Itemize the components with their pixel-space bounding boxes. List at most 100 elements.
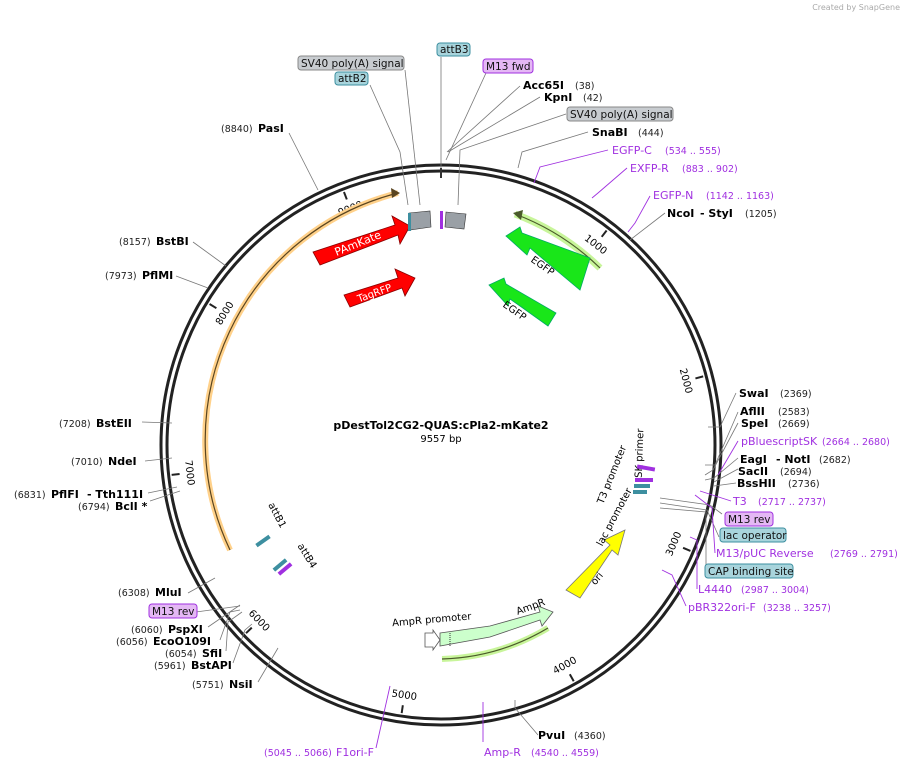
- primer-amp-r[interactable]: Amp-R: [484, 746, 521, 759]
- enzyme-swai[interactable]: SwaI: [739, 387, 769, 400]
- tick-label: 4000: [551, 655, 579, 677]
- tick-mark: [600, 229, 608, 238]
- enzyme-mlui[interactable]: MluI: [155, 586, 182, 599]
- enzyme-noti[interactable]: - NotI: [776, 453, 811, 466]
- sv40-polya-right-label[interactable]: SV40 poly(A) signal: [570, 109, 673, 121]
- primer-m13-puc-reverse[interactable]: M13/pUC Reverse: [716, 547, 814, 560]
- enzyme-bsteii[interactable]: BstEII: [96, 417, 132, 430]
- attb4-primer-feature[interactable]: [277, 562, 293, 576]
- primer-range: (3238 .. 3257): [763, 603, 831, 614]
- plasmid-name: pDestTol2CG2-QUAS:cPla2-mKate2: [333, 419, 548, 432]
- enzyme-snabi[interactable]: SnaBI: [592, 126, 628, 139]
- enzyme-pos: (2736): [788, 479, 820, 490]
- plasmid-length: 9557 bp: [420, 434, 461, 445]
- enzyme-kpni[interactable]: KpnI: [544, 91, 572, 104]
- enzyme-eagi[interactable]: EagI: [740, 453, 767, 466]
- attb3-label[interactable]: attB3: [440, 44, 469, 56]
- enzyme-pos: (1205): [745, 209, 777, 220]
- sv40-left-feature[interactable]: [408, 210, 432, 231]
- attb1-feature[interactable]: [255, 534, 271, 548]
- enzyme-pos: (2694): [780, 467, 812, 478]
- attb4-feature[interactable]: [272, 558, 288, 572]
- enzyme-pos: (7973): [105, 271, 137, 282]
- tick-mark: [695, 375, 704, 380]
- m13-fwd-feature[interactable]: [440, 211, 443, 229]
- enzyme-ecoo109i[interactable]: EcoO109I: [153, 635, 211, 648]
- enzyme-pos: (6054): [165, 649, 197, 660]
- tick-label: 3000: [664, 530, 684, 558]
- small-features-right[interactable]: [633, 464, 656, 494]
- enzyme-sacii[interactable]: SacII: [738, 465, 768, 478]
- enzyme-spei[interactable]: SpeI: [741, 417, 768, 430]
- enzyme-pos: (6056): [116, 637, 148, 648]
- primer-exfp-r[interactable]: EXFP-R: [630, 162, 669, 175]
- tick-label: 2000: [677, 367, 694, 394]
- attb2-label[interactable]: attB2: [338, 73, 367, 85]
- enzyme-bsshii[interactable]: BssHII: [737, 477, 776, 490]
- m13-rev-left-label[interactable]: M13 rev: [152, 606, 195, 618]
- enzyme-pos: (4360): [574, 731, 606, 742]
- sv40-polya-left-label[interactable]: SV40 poly(A) signal: [301, 58, 404, 70]
- enzyme-bstbi[interactable]: BstBI: [156, 235, 189, 248]
- tick-mark: [343, 191, 348, 200]
- enzyme-bstapi[interactable]: BstAPI: [191, 659, 232, 672]
- m13-fwd-label[interactable]: M13 fwd: [486, 61, 531, 73]
- primer-pbluescriptsk[interactable]: pBluescriptSK: [741, 435, 818, 448]
- enzyme-sfii[interactable]: SfiI: [202, 647, 222, 660]
- enzyme-pos: (6794): [78, 502, 110, 513]
- enzyme-pos: (2682): [819, 455, 851, 466]
- egfp-feature-2[interactable]: EGFP: [488, 277, 557, 327]
- egfp-feature-1[interactable]: EGFP: [505, 226, 591, 291]
- enzyme-pasi[interactable]: PasI: [258, 122, 284, 135]
- primer-t3[interactable]: T3: [732, 495, 747, 508]
- attb1-label: attB1: [265, 501, 287, 530]
- primer-range: (2717 .. 2737): [758, 497, 826, 508]
- primer-egfp-c[interactable]: EGFP-C: [612, 144, 652, 157]
- enzyme-tth111i[interactable]: - Tth111I: [87, 488, 143, 501]
- enzyme-bcli[interactable]: BclI *: [115, 500, 148, 513]
- primer-range: (883 .. 902): [682, 164, 738, 175]
- cap-binding-site-label[interactable]: CAP binding site: [708, 566, 794, 578]
- sk-primer-label: SK primer: [634, 428, 647, 479]
- primer-pbr322ori-f[interactable]: pBR322ori-F: [688, 601, 756, 614]
- attb2-feature[interactable]: [408, 213, 411, 231]
- tick-label: 7000: [182, 460, 196, 487]
- enzyme-pos: (6308): [118, 588, 150, 599]
- ampr-arc-line: [441, 627, 549, 660]
- green-feature-arc-line: [514, 213, 601, 269]
- primer-f1ori-f[interactable]: F1ori-F: [336, 746, 374, 759]
- primer-l4440[interactable]: L4440: [698, 583, 732, 596]
- enzyme-pflfi[interactable]: PflFI: [51, 488, 79, 501]
- tick-mark: [245, 626, 253, 634]
- enzyme-ncoi[interactable]: NcoI: [667, 207, 694, 220]
- primer-range: (1142 .. 1163): [706, 191, 774, 202]
- enzyme-pos: (8157): [119, 237, 151, 248]
- primer-labels: EGFP-C (534 .. 555) EXFP-R (883 .. 902) EG…: [264, 144, 898, 759]
- tick-mark: [171, 472, 180, 476]
- m13-rev-right-label[interactable]: M13 rev: [728, 514, 771, 526]
- enzyme-pos: (38): [575, 81, 595, 92]
- enzyme-pos: (6831): [14, 490, 46, 501]
- enzyme-pspxi[interactable]: PspXI: [168, 623, 203, 636]
- enzyme-pflmi[interactable]: PflMI: [142, 269, 173, 282]
- primer-egfp-n[interactable]: EGFP-N: [653, 189, 693, 202]
- primer-range: (534 .. 555): [665, 146, 721, 157]
- enzyme-aflii[interactable]: AflII: [740, 405, 765, 418]
- enzyme-labels: Acc65I(38) KpnI(42) SnaBI(444) NcoI- Sty…: [14, 79, 851, 742]
- sv40-right-feature[interactable]: [444, 211, 467, 230]
- enzyme-pvui[interactable]: PvuI: [538, 729, 565, 742]
- enzyme-acc65i[interactable]: Acc65I: [523, 79, 564, 92]
- enzyme-ndei[interactable]: NdeI: [108, 455, 137, 468]
- enzyme-pos: (7208): [59, 419, 91, 430]
- lac-operator-label[interactable]: lac operator: [723, 530, 787, 542]
- enzyme-nsii[interactable]: NsiI: [229, 678, 253, 691]
- attb4-label: attB4: [295, 542, 319, 571]
- primer-range: (2664 .. 2680): [822, 437, 890, 448]
- tick-mark: [209, 303, 217, 310]
- primer-range: (5045 .. 5066): [264, 748, 332, 759]
- enzyme-pos: (8840): [221, 124, 253, 135]
- orange-arc-arrowhead: [391, 188, 400, 198]
- enzyme-styi[interactable]: - StyI: [700, 207, 733, 220]
- tagrfp-feature[interactable]: TagRFP: [343, 268, 416, 308]
